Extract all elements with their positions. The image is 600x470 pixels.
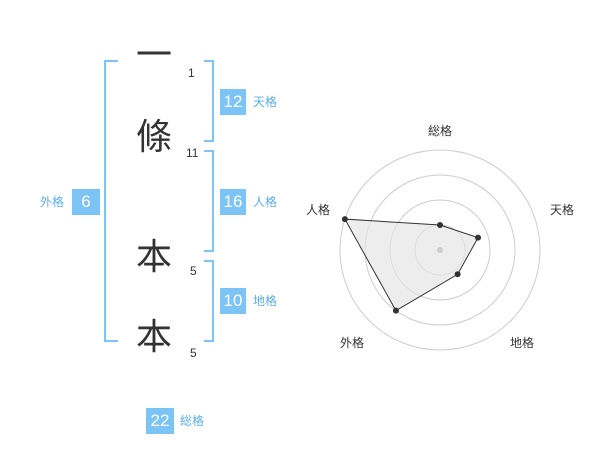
name-char-4: 本 — [135, 317, 172, 358]
soukaku-label: 総格 — [180, 414, 205, 428]
radar-label-jinkaku: 人格 — [306, 203, 331, 217]
tenkaku-label: 天格 — [253, 95, 278, 109]
tenkaku-value: 12 — [220, 89, 246, 115]
radar-point-4 — [341, 216, 348, 223]
soukaku-value: 22 — [146, 408, 174, 434]
tenkaku-bracket — [204, 60, 214, 142]
gaikaku-bracket — [104, 60, 118, 342]
radar-label-soukaku: 総格 — [428, 124, 453, 138]
chikaku-label: 地格 — [253, 294, 278, 308]
radar-point-2 — [454, 271, 461, 278]
radar-point-1 — [475, 234, 482, 241]
jinkaku-bracket — [204, 150, 214, 252]
chikaku-bracket — [204, 260, 214, 342]
stroke-count-4: 5 — [190, 346, 197, 360]
stroke-count-2: 11 — [186, 146, 199, 160]
radar-area — [344, 218, 479, 312]
jinkaku-value: 16 — [220, 189, 246, 215]
radar-point-3 — [392, 307, 399, 314]
name-char-2: 條 — [135, 117, 172, 158]
stroke-count-3: 5 — [190, 264, 197, 278]
radar-center — [437, 247, 443, 253]
jinkaku-label: 人格 — [253, 195, 278, 209]
radar-label-chikaku: 地格 — [510, 336, 535, 350]
radar-point-0 — [437, 222, 443, 228]
gaikaku-value: 6 — [72, 189, 100, 215]
name-char-1: 一 — [135, 35, 172, 76]
radar-label-tenkaku: 天格 — [550, 203, 575, 217]
gaikaku-label: 外格 — [40, 195, 65, 209]
stroke-count-1: 1 — [188, 66, 195, 80]
chikaku-value: 10 — [220, 288, 246, 314]
name-char-3: 本 — [135, 237, 172, 278]
radar-label-gaikaku: 外格 — [340, 336, 365, 350]
